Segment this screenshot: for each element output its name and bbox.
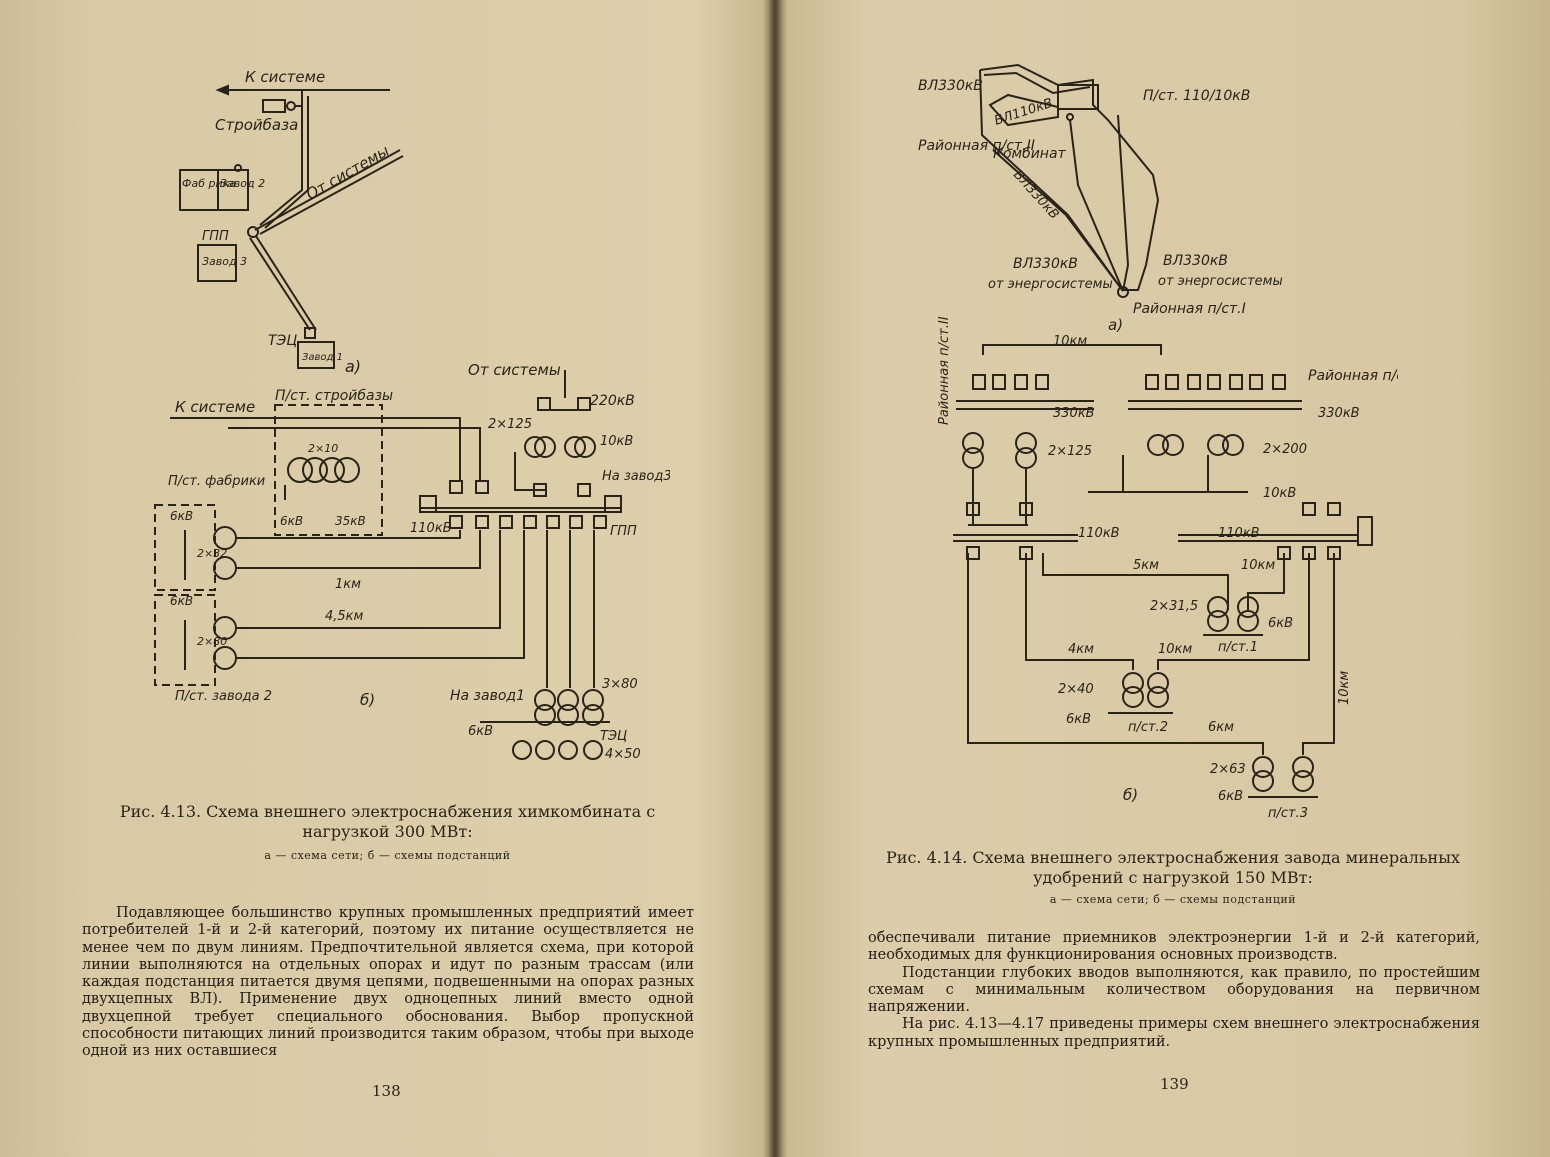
label-4x50: 4×50 [605,747,641,762]
label-ps-stroybazy: П/ст. стройбазы [275,388,393,404]
label-6kv-ps3: 6кВ [1218,789,1243,804]
label-6kv-zav2: 6кВ [170,594,193,608]
page-right: ВЛ330кВ ВЛ110кВ П/ст. 110/10кВ Районная … [778,0,1550,1157]
label-k-sisteme-a: К системе [245,68,325,86]
label-6kv-ps2: 6кВ [1066,712,1091,727]
body-paragraph-left: Подавляющее большинство крупных промышле… [82,905,694,1061]
label-2x32: 2×32 [197,547,227,560]
figure-4-13-svg: К системе Стройбаза От системы Фаб рика … [154,68,670,762]
label-rayon-ps1-a: Районная п/ст.I [1133,301,1246,317]
label-ps3: п/ст.3 [1268,806,1308,821]
label-tec-a: ТЭЦ [268,333,297,349]
label-2x80: 2×80 [197,635,227,648]
label-stroybaza: Стройбаза [215,116,298,134]
label-gpp-b: ГПП [610,524,637,539]
label-ot-sistemy-a: От системы [303,141,392,203]
label-vl110: ВЛ110кВ [993,96,1055,129]
label-ot-energo-left: от энергосистемы [988,277,1113,292]
label-rayon-ps2-a: Районная п/ст.II [918,138,1035,154]
label-4km: 4км [1068,642,1094,657]
label-ps-fabriki: П/ст. фабрики [168,474,265,489]
label-2x125-413: 2×125 [488,417,532,432]
label-1km: 1км [335,577,361,592]
label-ot-energo-right: от энергосистемы [1158,274,1283,289]
label-fabrika: Фаб рика [182,177,236,190]
book-gutter [768,0,782,1157]
figure-caption-4-14: Рис. 4.14. Схема внешнего электроснабжен… [886,848,1460,887]
label-5km: 5км [1133,558,1159,573]
figure-4-14-svg: ВЛ330кВ ВЛ110кВ П/ст. 110/10кВ Районная … [918,63,1398,821]
label-10km-c: 10км [1158,642,1192,657]
label-6km: 6км [1208,720,1234,735]
label-2x31-5: 2×31,5 [1150,599,1198,614]
label-rayon-ps1-b: Районная п/ст.I [1308,368,1398,384]
label-110kv-a: 110кВ [1078,526,1120,541]
label-10km-mid: 10км [1241,558,1275,573]
label-zavod3: Завод 3 [202,255,247,268]
label-tec-b: ТЭЦ [600,729,627,744]
label-110kv-b: 110кВ [1218,526,1260,541]
label-kombinat: Комбинат [993,146,1067,162]
label-zavod1: Завод 1 [302,352,343,363]
label-vl330-left: ВЛ330кВ [1013,256,1078,272]
label-110kv-413: 110кВ [410,521,452,536]
label-6kv-ps1: 6кВ [1268,616,1293,631]
page-number-left: 138 [372,1082,401,1100]
label-panel-a-413: а) [345,357,361,376]
label-panel-b-414: б) [1123,786,1138,804]
label-220kv: 220кВ [590,393,635,409]
figure-4-13: К системе Стройбаза От системы Фаб рика … [150,60,670,770]
label-vl330-diag: ВЛ330кВ [1010,168,1062,223]
label-6kv-fab: 6кВ [170,509,193,523]
label-zavod2: Завод 2 [220,177,265,190]
label-330kv-b: 330кВ [1318,406,1360,421]
label-ps-110-10: П/ст. 110/10кВ [1143,88,1250,104]
label-vl330-right: ВЛ330кВ [1163,253,1228,269]
label-2x40: 2×40 [1058,682,1094,697]
label-ps1: п/ст.1 [1218,640,1258,655]
label-10km-top: 10км [1053,334,1087,349]
label-panel-b-413: б) [360,691,375,709]
page-number-right: 139 [1160,1075,1189,1093]
label-2x125-414: 2×125 [1048,444,1092,459]
label-35kv: 35кВ [335,514,366,528]
label-ps2: п/ст.2 [1128,720,1168,735]
label-vl330-top: ВЛ330кВ [918,78,983,94]
paragraph-right-1: обеспечивали питание приемников электроэ… [868,930,1480,964]
label-2x200: 2×200 [1263,442,1307,457]
paragraph-right-2: Подстанции глубоких вводов выполняются, … [868,964,1480,1016]
label-2x10: 2×10 [308,442,338,455]
label-10kv-414: 10кВ [1263,486,1296,501]
body-paragraph-right: обеспечивали питание приемников электроэ… [868,930,1480,1051]
figure-caption-4-13: Рис. 4.13. Схема внешнего электроснабжен… [119,802,656,841]
figure-subcaption-4-13: а — схема сети; б — схемы подстанций [264,849,511,862]
label-na-zavod1: На завод1 [450,688,525,704]
label-2x63: 2×63 [1210,762,1246,777]
figure-4-14: ВЛ330кВ ВЛ110кВ П/ст. 110/10кВ Районная … [918,55,1398,825]
label-330kv-a: 330кВ [1053,406,1095,421]
label-rayon-ps2-b: Районная п/ст.II [937,316,952,425]
paragraph-right-3: На рис. 4.13—4.17 приведены примеры схем… [868,1016,1480,1050]
label-ot-sistemy-b: От системы [468,361,561,379]
label-6kv-stroy: 6кВ [280,514,303,528]
paragraph-left-1: Подавляющее большинство крупных промышле… [82,905,694,1060]
label-10km-vert: 10км [1337,671,1352,705]
label-panel-a-414: а) [1108,316,1123,334]
label-4-5km: 4,5км [325,609,364,624]
label-k-sisteme-b: К системе [175,398,255,416]
label-3x80: 3×80 [602,677,638,692]
label-6kv-tec: 6кВ [468,724,493,739]
label-10kv-413: 10кВ [600,434,633,449]
label-gpp-a: ГПП [202,229,229,244]
label-na-zavod3: На завод3 [602,469,670,484]
page-left: К системе Стройбаза От системы Фаб рика … [0,0,772,1157]
figure-subcaption-4-14: а — схема сети; б — схемы подстанций [1049,893,1297,906]
label-ps-zavoda2: П/ст. завода 2 [175,689,272,704]
